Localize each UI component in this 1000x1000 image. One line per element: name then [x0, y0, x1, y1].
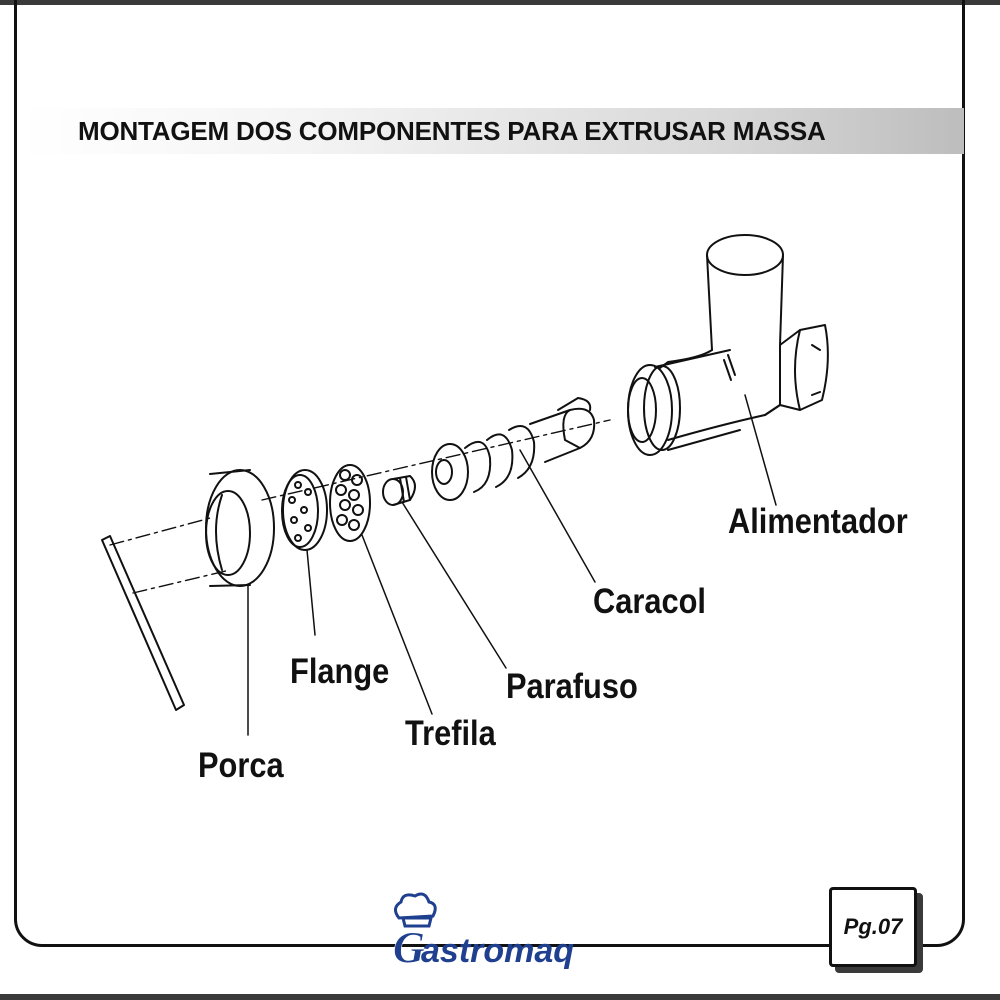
assembly-axis: [109, 419, 611, 594]
parafuso-part: [382, 475, 416, 506]
chef-hat-icon: [394, 892, 437, 928]
caracol-part: [431, 397, 596, 501]
label-flange: Flange: [290, 652, 390, 691]
label-parafuso: Parafuso: [506, 667, 638, 706]
porca-part: [205, 469, 275, 587]
leader-lines: [247, 394, 777, 736]
label-porca: Porca: [198, 746, 284, 785]
top-edge-bar: [0, 0, 1000, 5]
alimentador-part: [627, 234, 829, 456]
page-number: Pg.07: [843, 914, 903, 939]
page-number-box: Pg.07: [829, 887, 917, 967]
page-title: MONTAGEM DOS COMPONENTES PARA EXTRUSAR M…: [78, 116, 826, 146]
flange-part: [281, 469, 328, 551]
label-trefila: Trefila: [405, 714, 496, 753]
label-caracol: Caracol: [593, 582, 706, 621]
svg-text:G: G: [393, 923, 425, 972]
bottom-edge-bar: [0, 994, 1000, 1000]
svg-text:astromaq: astromaq: [421, 932, 574, 970]
title-band: [20, 108, 964, 154]
page-frame: [14, 0, 965, 947]
gastromaq-logo: G astromaq: [393, 892, 574, 972]
label-alimentador: Alimentador: [728, 502, 908, 541]
trefila-part: [329, 464, 371, 542]
handle-part: [101, 535, 185, 711]
